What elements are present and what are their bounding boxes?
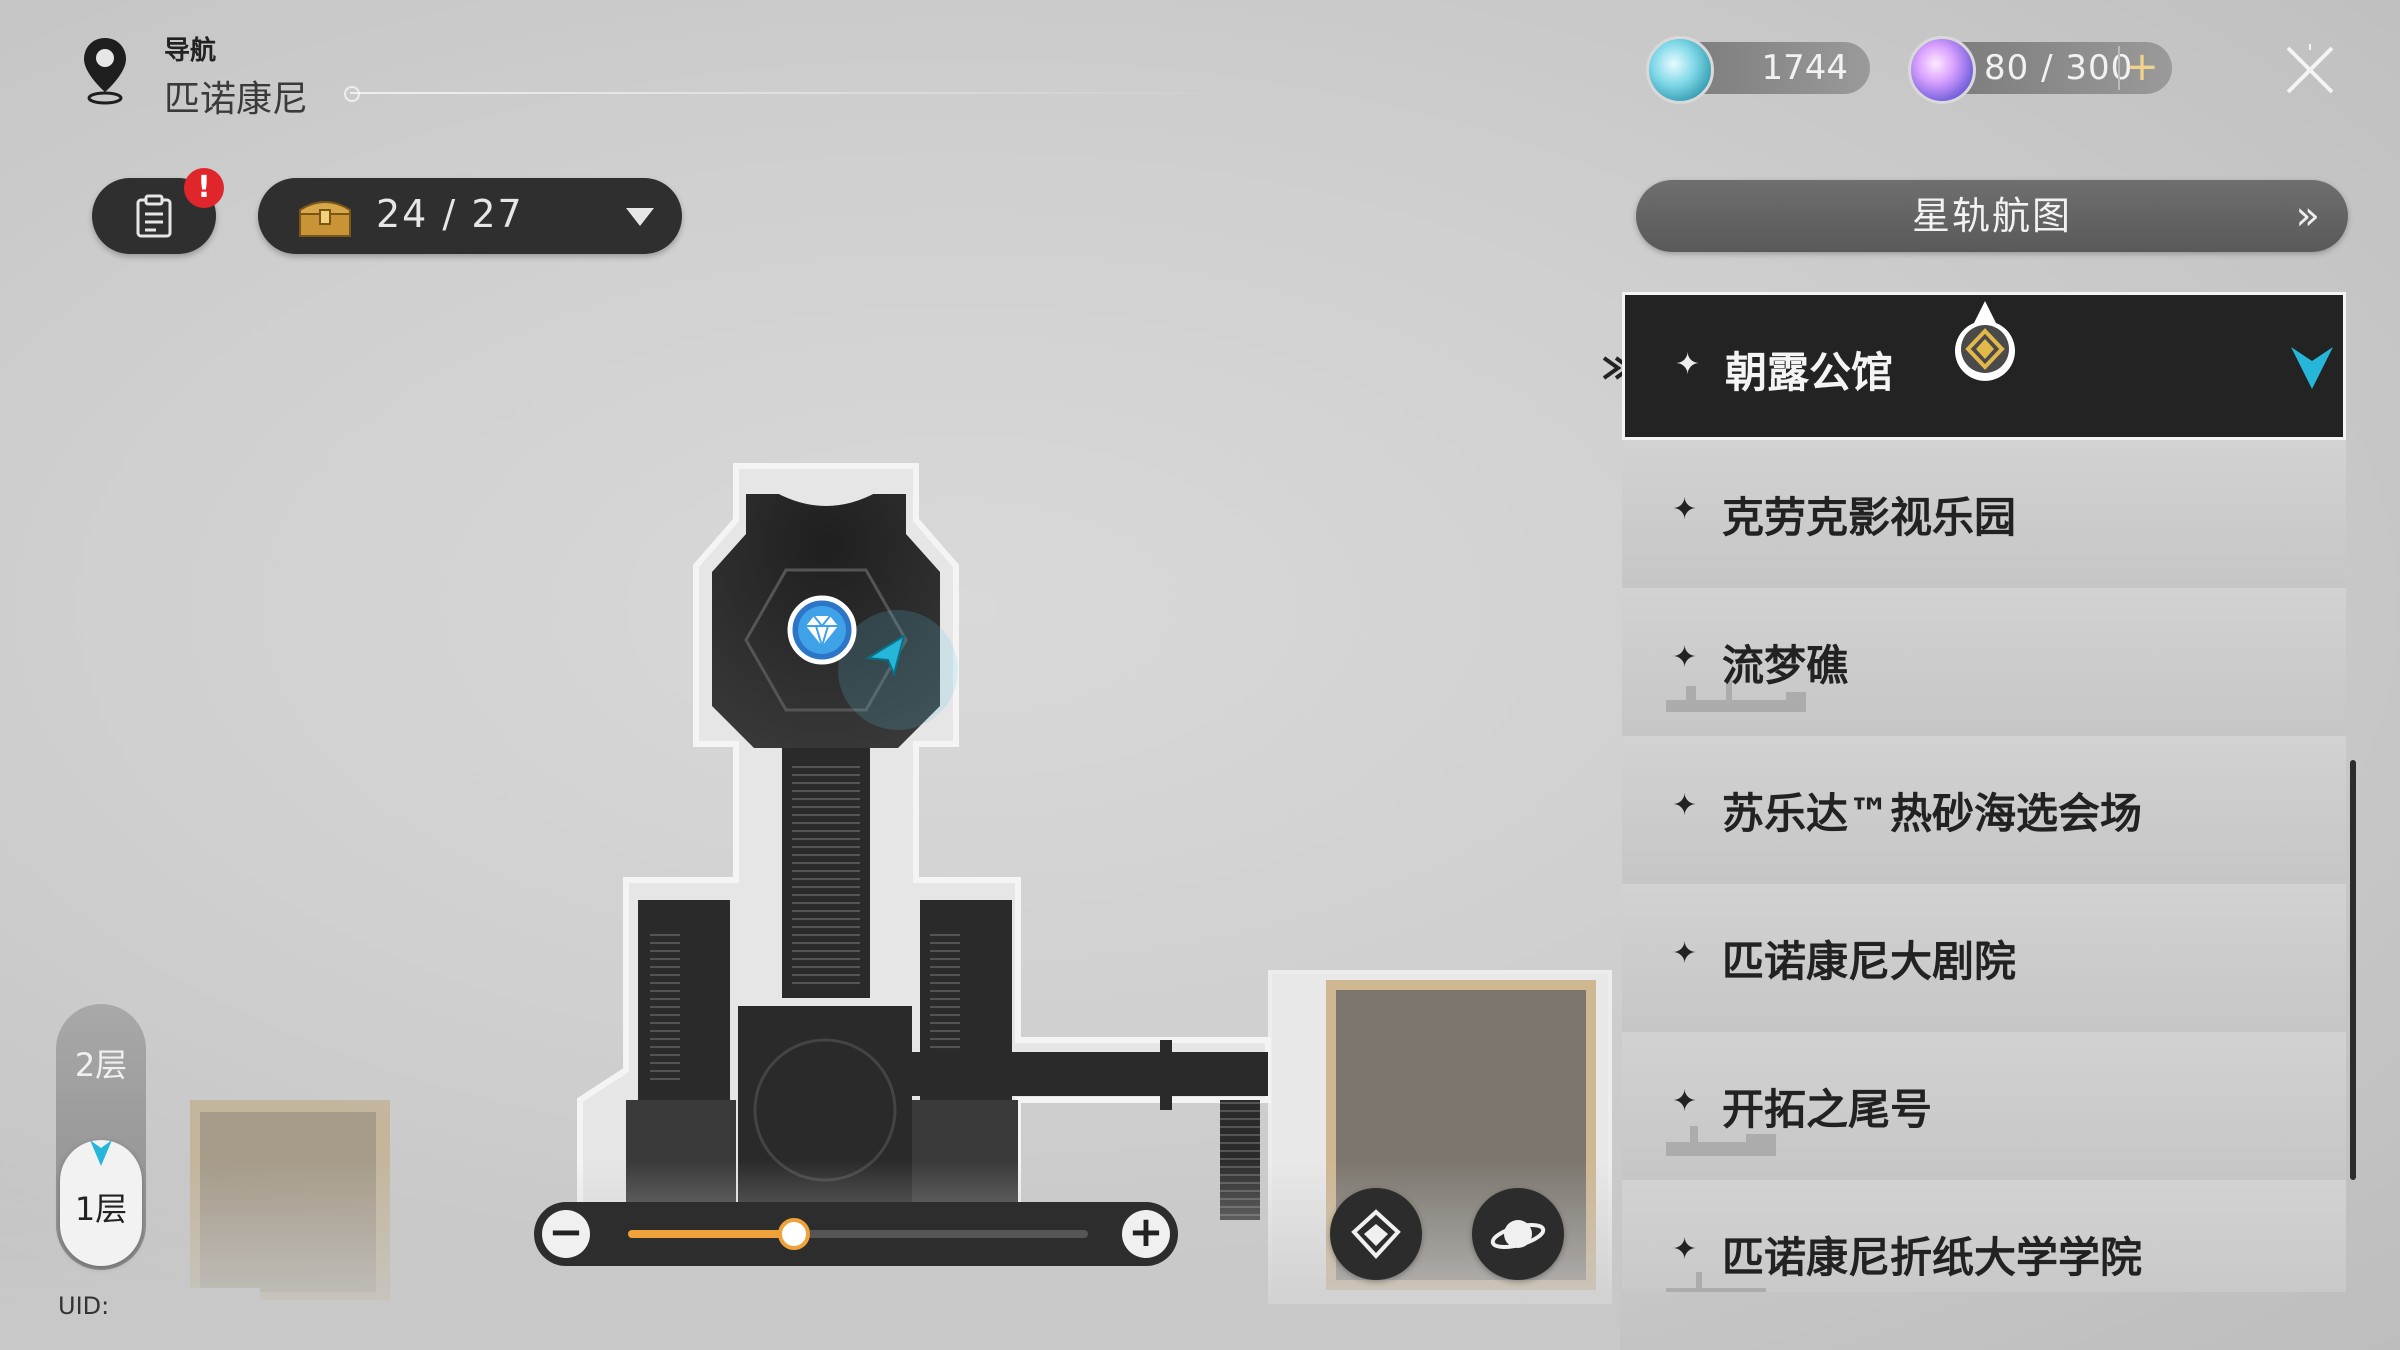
trailblaze-power-icon [1908, 36, 1976, 104]
star-bullet-icon: ✦ [1672, 788, 1698, 823]
zoom-handle[interactable] [777, 1218, 810, 1250]
floor-2-button[interactable]: 2层 [74, 1046, 128, 1084]
star-bullet-icon: ✦ [1672, 640, 1698, 675]
chevron-down-icon [626, 208, 654, 226]
skyline-decoration [1666, 1126, 1776, 1156]
star-rail-map-button[interactable]: 星轨航图 » [1636, 180, 2348, 252]
location-item-6[interactable]: ✦ 匹诺康尼折纸大学学院 [1622, 1180, 2346, 1292]
planet-button[interactable] [1472, 1188, 1564, 1280]
location-pin-icon [84, 38, 126, 105]
treasure-chest-icon [299, 201, 351, 237]
location-item-0[interactable]: ✦ 朝露公馆 [1622, 292, 2346, 440]
star-rail-map-label: 星轨航图 [1911, 194, 2072, 238]
location-label: 克劳克影视乐园 [1722, 493, 2017, 542]
star-bullet-icon: ✦ [1672, 492, 1698, 527]
double-chevron-right-icon: » [2295, 193, 2322, 239]
zoom-slider[interactable]: − + [534, 1202, 1178, 1266]
star-bullet-icon: ✦ [1675, 347, 1701, 382]
location-label: 流梦礁 [1722, 641, 1849, 690]
star-bullet-icon: ✦ [1672, 1084, 1698, 1119]
map-main-structure [577, 463, 1271, 1246]
skyline-decoration [1666, 1272, 1766, 1292]
location-item-1[interactable]: ✦ 克劳克影视乐园 [1622, 440, 2346, 590]
zoom-out-button[interactable]: − [542, 1210, 590, 1258]
nav-line [350, 92, 1250, 94]
location-label: 开拓之尾号 [1722, 1085, 1933, 1134]
map-canvas[interactable] [0, 0, 1620, 1350]
add-power-button[interactable]: + [2118, 46, 2164, 90]
uid-label: UID: [58, 1292, 110, 1320]
chest-counter-dropdown[interactable]: 24 / 27 [258, 178, 682, 254]
stellar-jade-value: 1744 [1761, 48, 1848, 88]
star-bullet-icon: ✦ [1672, 1232, 1698, 1267]
location-item-3[interactable]: ✦ 苏乐达™热砂海选会场 [1622, 736, 2346, 886]
home-icon [1351, 1209, 1401, 1259]
zoom-track[interactable] [628, 1218, 1088, 1250]
planet-icon [1490, 1220, 1546, 1249]
current-floor-arrow-icon [90, 1140, 112, 1166]
player-arrow-icon [864, 633, 906, 678]
floor-1-label: 1层 [74, 1190, 128, 1228]
location-list-scrollbar[interactable] [2350, 760, 2356, 1180]
nav-label: 导航 [164, 36, 217, 66]
location-label: 苏乐达™热砂海选会场 [1722, 789, 2143, 838]
location-label: 朝露公馆 [1725, 348, 1894, 397]
task-alert-badge: ! [184, 168, 224, 208]
home-button[interactable] [1330, 1188, 1422, 1280]
stellar-jade-counter[interactable]: 1744 [1646, 36, 1870, 104]
skyline-decoration [1666, 680, 1806, 712]
stellar-jade-icon [1646, 36, 1714, 104]
uid-value-mask [110, 1288, 260, 1326]
location-item-4[interactable]: ✦ 匹诺康尼大剧院 [1622, 884, 2346, 1034]
current-location-arrow-icon [2291, 347, 2333, 389]
trailblaze-power-counter[interactable]: 80 / 300 + [1908, 36, 2172, 104]
location-label: 匹诺康尼折纸大学学院 [1722, 1233, 2143, 1282]
zoom-in-button[interactable]: + [1122, 1210, 1170, 1258]
clipboard-icon [136, 194, 172, 238]
star-bullet-icon: ✦ [1672, 936, 1698, 971]
space-anchor-icon[interactable] [786, 594, 858, 666]
location-list[interactable]: ✦ 朝露公馆 ✦ 克劳克影视乐园 ✦ 流梦礁 ✦ 苏乐达™热砂海选会场 ✦ 匹诺… [1622, 292, 2346, 1292]
zoom-fill [628, 1230, 794, 1238]
trailblaze-power-value: 80 / 300 [1984, 48, 2134, 88]
place-name[interactable]: 匹诺康尼 [164, 79, 309, 120]
close-icon[interactable] [2280, 40, 2340, 100]
location-marker-icon [1955, 301, 2015, 381]
location-item-5[interactable]: ✦ 开拓之尾号 [1622, 1032, 2346, 1182]
location-label: 匹诺康尼大剧院 [1722, 937, 2017, 986]
floor-1-button[interactable]: 1层 [60, 1140, 142, 1266]
location-item-2[interactable]: ✦ 流梦礁 [1622, 588, 2346, 738]
chest-count: 24 / 27 [376, 192, 524, 236]
nav-line-dot [344, 86, 360, 102]
